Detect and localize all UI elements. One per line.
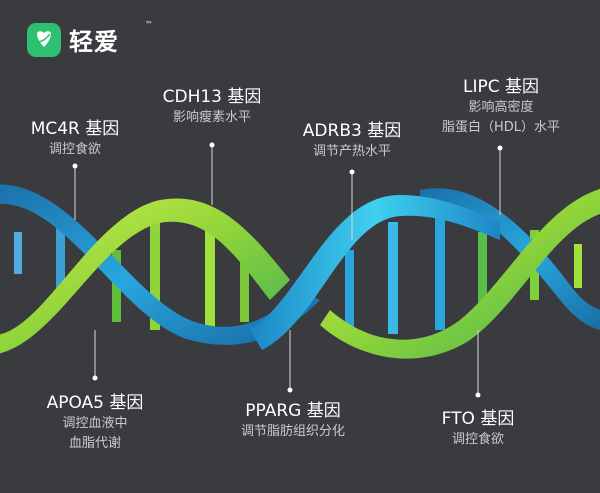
rung [388,222,398,334]
gene-desc: 血脂代谢 [68,436,121,451]
gene-desc: 调控食欲 [48,142,101,157]
trademark-mark: ™ [145,20,153,29]
gene-desc: 调节脂肪组织分化 [240,424,345,439]
rung [150,220,160,330]
gene-desc: 调控血液中 [62,416,128,431]
leader-lines [72,142,503,398]
gene-name: LIPC 基因 [462,77,539,97]
rung [345,250,354,330]
gene-label-apoa5: APOA5 基因 调控血液中 血脂代谢 [35,392,155,454]
gene-name: FTO 基因 [441,409,515,429]
rung [14,232,22,274]
gene-desc: 影响瘦素水平 [172,110,251,125]
gene-desc: 调控食欲 [451,432,504,447]
rung [56,222,65,300]
rung [478,232,487,322]
leader-dot [92,375,98,381]
leader-dot [497,145,503,151]
gene-name: CDH13 基因 [162,87,262,107]
gene-label-adrb3: ADRB3 基因 调节产热水平 [292,120,412,162]
leader-dot [349,169,355,175]
gene-desc: 调节产热水平 [312,144,391,159]
rung [435,212,445,330]
leader-dot [72,163,78,169]
rung [574,244,582,288]
green-strand-right [320,189,600,359]
rung [240,252,249,322]
brand-logo: 轻爱 ™ [27,20,153,57]
gene-name: APOA5 基因 [46,393,144,413]
gene-name: MC4R 基因 [30,119,120,139]
leader-dot [287,387,293,393]
gene-name: ADRB3 基因 [302,121,402,141]
gene-name: PPARG 基因 [245,401,341,421]
rung [205,212,215,332]
blue-strand-left [0,184,320,345]
cyan-strand-center [250,195,500,350]
gene-label-pparg: PPARG 基因 调节脂肪组织分化 [225,400,361,442]
brand-name: 轻爱 [69,28,119,56]
gene-label-fto: FTO 基因 调控食欲 [428,408,528,450]
leaf-heart-icon [27,22,61,57]
gene-desc: 脂蛋白（HDL）水平 [441,120,561,135]
gene-desc: 影响高密度 [468,100,534,115]
leader-dot [475,392,481,398]
leaf-heart-glyph [37,30,51,47]
leader-dot [209,142,215,148]
gene-label-mc4r: MC4R 基因 调控食欲 [20,118,130,160]
green-strand-left [0,198,290,354]
gene-label-cdh13: CDH13 基因 影响瘦素水平 [150,86,274,128]
gene-label-lipc: LIPC 基因 影响高密度 脂蛋白（HDL）水平 [428,76,574,138]
